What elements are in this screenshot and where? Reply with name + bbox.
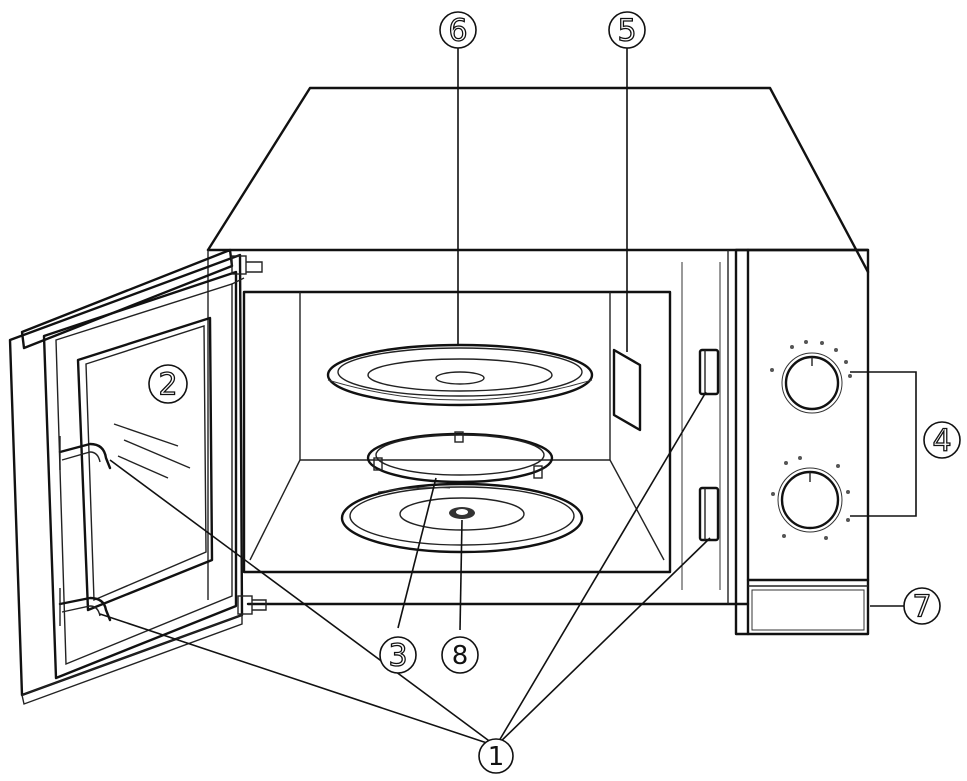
callout-1-label: 1 [488,742,505,772]
callout-1: 1 [478,738,514,774]
callout-7-label: 7 [912,590,931,625]
callout-6-label: 6 [448,14,467,49]
door-hinge-bottom [237,595,267,615]
callout-8-label: 8 [452,641,469,671]
control-panel [734,248,870,636]
turntable-shaft [449,507,475,519]
oven-cavity [242,262,721,590]
callout-5: 5 [608,11,646,49]
power-scale-ticks [770,340,852,378]
waveguide-cover [612,348,642,432]
callout-7: 7 [903,587,941,625]
callout-2: 2 [148,364,188,404]
door-hinge-top [231,255,263,275]
callout-2-label: 2 [158,368,177,403]
door-window [76,316,214,612]
door-hooks [58,436,112,626]
callout-3-label: 3 [388,639,407,674]
power-knob[interactable] [781,352,843,414]
callout-3: 3 [379,636,417,674]
roller-ring [366,431,554,484]
door-release-button[interactable] [751,589,865,631]
timer-scale-ticks [771,456,850,540]
timer-knob[interactable] [777,467,843,533]
callout-6: 6 [439,11,477,49]
glass-tray [326,343,594,407]
callout-4: 4 [923,421,961,459]
door-lock-holes [698,348,720,542]
callout-8: 8 [441,636,479,674]
door-assembly [8,248,267,705]
cabinet-outline [206,86,870,606]
callout-4-label: 4 [932,424,951,459]
callout-leaders [99,48,917,747]
callout-5-label: 5 [617,14,636,49]
